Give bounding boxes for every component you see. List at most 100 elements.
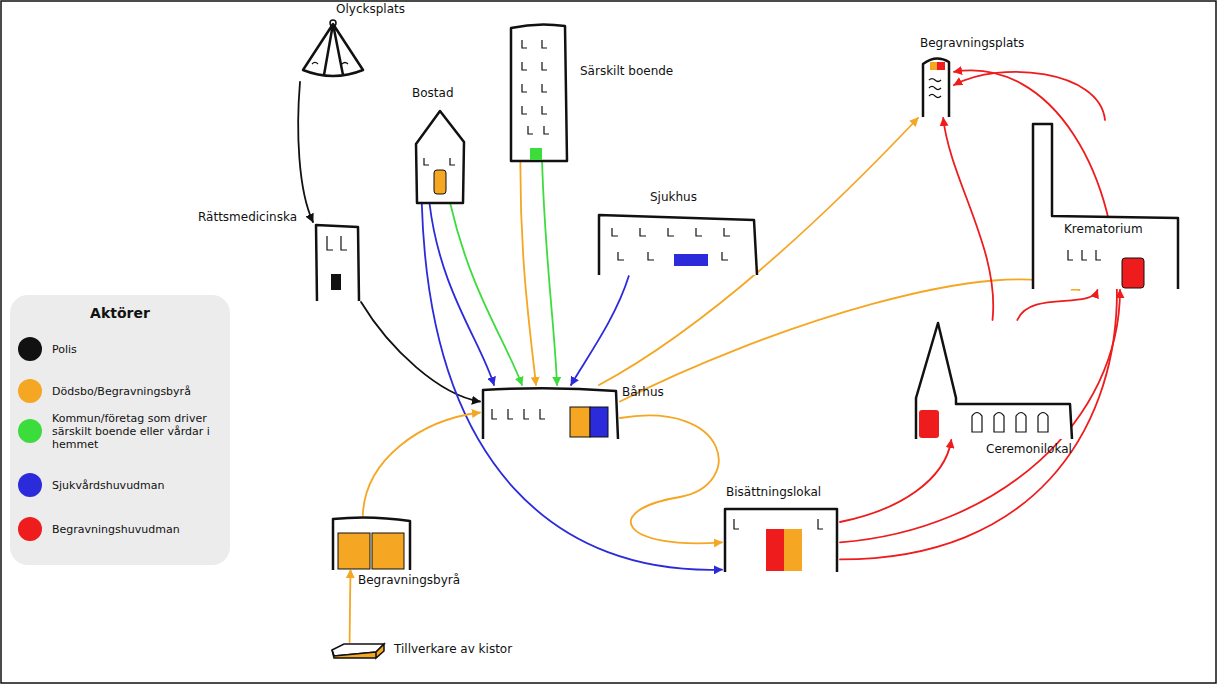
- flow-arrow: [840, 290, 1120, 542]
- building-label: Krematorium: [1064, 222, 1143, 236]
- legend-swatch: [18, 337, 42, 361]
- building-node: Sjukhus: [596, 212, 760, 276]
- building-part: [303, 24, 363, 76]
- building-part: [784, 529, 802, 571]
- building-node: Bårhus: [480, 385, 620, 440]
- flow-arrow: [840, 70, 1117, 559]
- building-outline: [330, 515, 412, 570]
- building-label: Bostad: [412, 86, 454, 100]
- building-part: [312, 63, 348, 65]
- building-outline: [330, 642, 386, 660]
- building-part: [483, 388, 618, 439]
- legend-title: Aktörer: [10, 305, 230, 321]
- building-part: [734, 519, 823, 529]
- building-part: [1068, 250, 1101, 260]
- building-part: [330, 20, 336, 26]
- building-part: [916, 323, 1072, 439]
- building-part: [434, 170, 446, 194]
- building-part: [316, 225, 359, 301]
- legend-text: Kommun/företag som driver särskilt boend…: [52, 412, 220, 451]
- building-part: [570, 407, 590, 437]
- building-part: [599, 215, 757, 275]
- building-node: Rättsmedicinska: [313, 222, 361, 302]
- flow-arrow: [599, 118, 918, 385]
- building-node: Tillverkare av kistor: [330, 642, 386, 660]
- building-outline: [910, 320, 1075, 440]
- building-label: Begravningsplats: [920, 36, 1024, 50]
- building-part: [674, 254, 708, 266]
- flow-arrow: [422, 204, 722, 570]
- building-node: Begravningsplats: [918, 52, 954, 118]
- building-outline: [1030, 120, 1180, 290]
- legend-box: AktörerPolisDödsbo/BegravningsbyråKommun…: [10, 295, 230, 565]
- building-part: [424, 158, 455, 165]
- flow-arrow: [954, 72, 1105, 120]
- building-label: Sjukhus: [650, 190, 697, 204]
- flow-arrow: [620, 279, 1080, 401]
- building-part: [338, 533, 370, 569]
- building-outline: [918, 52, 954, 118]
- building-part: [725, 509, 837, 572]
- flow-arrow: [361, 302, 480, 402]
- building-part: [333, 517, 410, 570]
- building-node: Bostad: [414, 108, 466, 204]
- flow-arrow: [542, 162, 557, 385]
- building-part: [612, 228, 730, 260]
- building-part: [937, 62, 945, 70]
- building-label: Ceremonilokal: [986, 442, 1072, 456]
- legend-text: Polis: [52, 343, 220, 356]
- building-part: [332, 644, 384, 658]
- building-part: [919, 410, 939, 438]
- building-part: [972, 413, 1048, 433]
- building-part: [590, 407, 608, 437]
- building-outline: [414, 108, 466, 204]
- building-label: Särskilt boende: [580, 64, 673, 78]
- building-label: Bisättningslokal: [726, 485, 821, 499]
- building-part: [929, 79, 941, 98]
- legend-swatch: [18, 379, 42, 403]
- building-outline: [480, 385, 620, 440]
- building-part: [331, 274, 341, 290]
- building-part: [522, 40, 549, 134]
- building-node: Olycksplats: [300, 20, 366, 82]
- flow-arrow: [943, 118, 993, 320]
- legend-swatch: [18, 473, 42, 497]
- building-label: Rättsmedicinska: [198, 210, 297, 224]
- building-node: Krematorium: [1030, 120, 1180, 290]
- flow-arrow: [571, 276, 629, 385]
- building-outline: [508, 20, 570, 162]
- building-part: [1033, 124, 1178, 289]
- building-part: [327, 236, 347, 250]
- building-outline: [313, 222, 361, 302]
- flow-arrow: [349, 570, 352, 642]
- building-outline: [722, 505, 840, 573]
- building-node: Ceremonilokal: [910, 320, 1075, 440]
- building-outline: [596, 212, 760, 276]
- legend-swatch: [18, 419, 42, 443]
- flow-arrow: [620, 416, 722, 544]
- legend-text: Dödsbo/Begravningsbyrå: [52, 385, 220, 398]
- legend-text: Sjukvårdshuvudman: [52, 479, 220, 492]
- building-outline: [300, 20, 366, 82]
- building-node: Bisättningslokal: [722, 505, 840, 573]
- flow-arrow: [430, 204, 494, 385]
- building-label: Tillverkare av kistor: [394, 642, 512, 656]
- building-node: Särskilt boende: [508, 20, 570, 162]
- flow-arrow: [840, 440, 951, 522]
- building-part: [766, 529, 784, 571]
- building-part: [1122, 258, 1144, 288]
- legend-swatch: [18, 517, 42, 541]
- building-label: Begravningsbyrå: [358, 573, 460, 587]
- building-part: [530, 148, 542, 160]
- building-part: [492, 409, 545, 419]
- flow-arrow: [363, 413, 480, 516]
- building-part: [511, 24, 567, 161]
- building-part: [923, 58, 949, 117]
- building-part: [372, 533, 404, 569]
- building-label: Olycksplats: [336, 2, 405, 16]
- flow-arrow: [450, 204, 522, 385]
- flow-arrow: [1017, 290, 1097, 320]
- building-label: Bårhus: [622, 385, 664, 399]
